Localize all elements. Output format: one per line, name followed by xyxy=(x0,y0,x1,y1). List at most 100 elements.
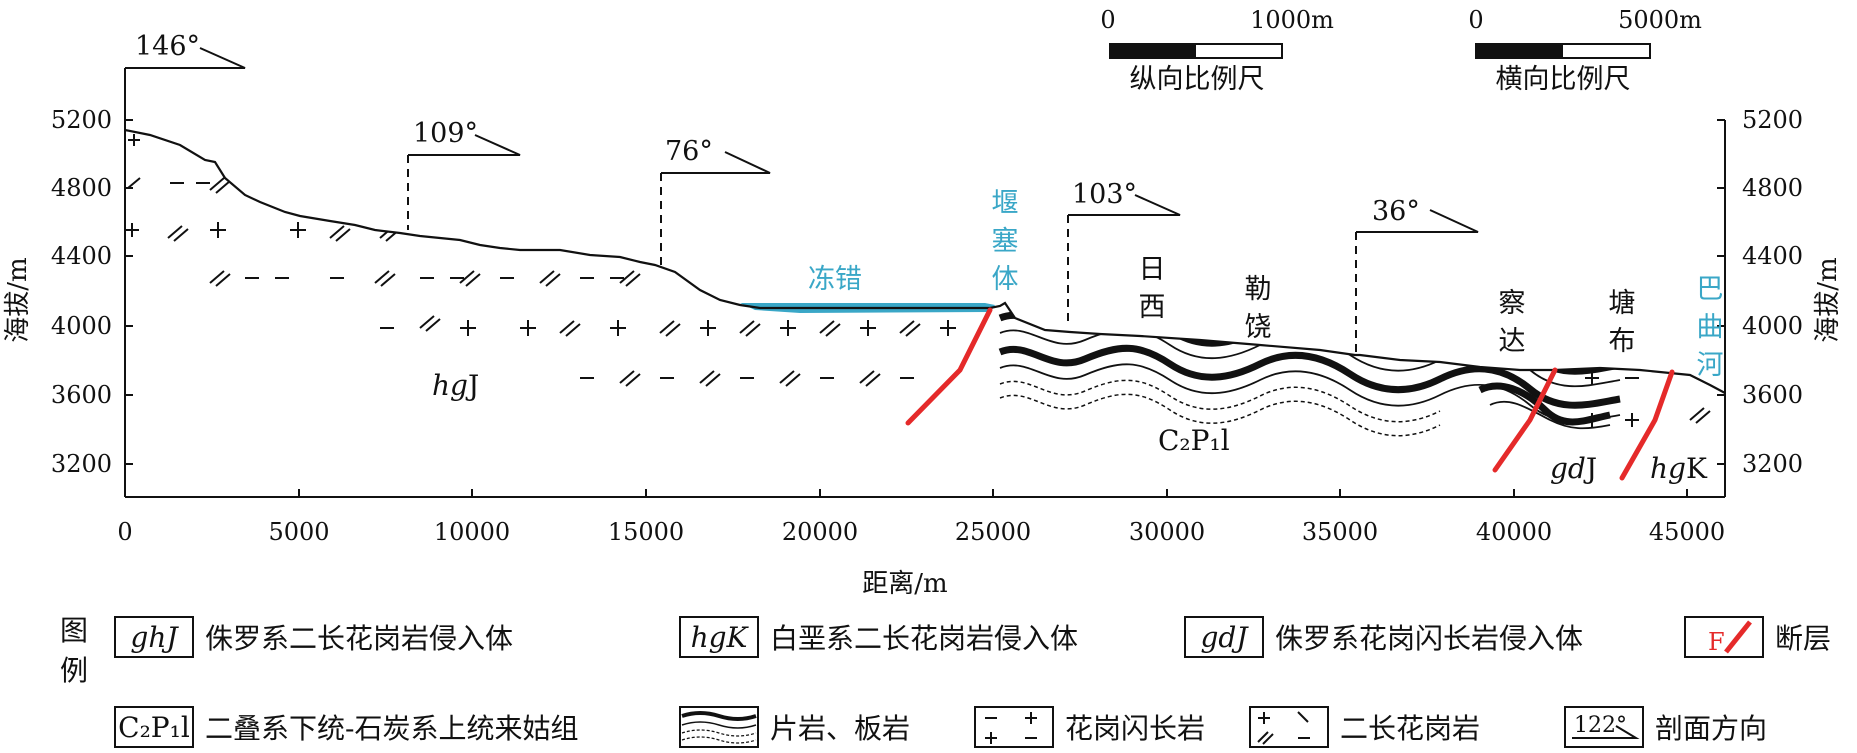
y-tick-label: 5200 xyxy=(51,106,112,134)
x-tick-label: 45000 xyxy=(1649,518,1725,546)
y-tick-label: 4000 xyxy=(1742,312,1803,340)
svg-text:gdJ: gdJ xyxy=(1200,621,1249,654)
direction-marker xyxy=(408,134,521,156)
x-tick-label: 30000 xyxy=(1129,518,1205,546)
svg-text:0: 0 xyxy=(1468,6,1483,34)
y-tick-label: 4400 xyxy=(1742,242,1803,270)
legend: 图 例 ghJ 侏罗系二长花岗岩侵入体 hgK 白垩系二长花岗岩侵入体 gdJ … xyxy=(60,614,1831,748)
direction-label-5: 36° xyxy=(1372,196,1420,227)
svg-text:hgK: hgK xyxy=(691,621,750,654)
subsurface-patterns xyxy=(125,134,1711,437)
svg-text:F: F xyxy=(1708,628,1725,656)
svg-text:花岗闪长岩: 花岗闪长岩 xyxy=(1065,712,1205,745)
legend-item-schist: 片岩、板岩 xyxy=(679,706,910,748)
legend-item-hgK: hgK 白垩系二长花岗岩侵入体 xyxy=(679,616,1078,658)
y-axis-left: 5200 4800 4400 4000 3600 3200 海拔/m xyxy=(3,106,133,478)
river-label: 巴 xyxy=(1697,274,1724,305)
dam-label: 堰 xyxy=(992,188,1019,219)
x-axis-label: 距离/m xyxy=(862,569,947,599)
direction-label-3: 76° xyxy=(665,136,713,167)
direction-marker xyxy=(125,47,246,69)
direction-marker xyxy=(1068,194,1181,216)
x-tick-label: 10000 xyxy=(434,518,510,546)
unit-labels: hgJ C₂P₁l gdJ hgK xyxy=(432,369,1708,485)
x-tick-label: 15000 xyxy=(608,518,684,546)
svg-text:纵向比例尺: 纵向比例尺 xyxy=(1130,64,1265,95)
direction-label-4: 103° xyxy=(1072,179,1137,210)
x-axis: 0 5000 10000 15000 20000 25000 30000 350… xyxy=(117,489,1725,599)
fault-line xyxy=(905,307,993,426)
svg-text:5000m: 5000m xyxy=(1618,6,1702,34)
unit-c2p1l: C₂P₁l xyxy=(1158,424,1230,457)
svg-text:0: 0 xyxy=(1100,6,1115,34)
unit-hgK: hgK xyxy=(1650,452,1708,485)
rixi-label: 日 xyxy=(1139,254,1166,285)
legend-item-fault: F 断层 xyxy=(1684,616,1831,658)
x-tick-label: 5000 xyxy=(268,518,329,546)
legend-item-monzogranite: 二长花岗岩 xyxy=(1249,706,1480,748)
x-tick-label: 35000 xyxy=(1302,518,1378,546)
svg-text:侏罗系二长花岗岩侵入体: 侏罗系二长花岗岩侵入体 xyxy=(205,622,513,655)
river-label: 河 xyxy=(1697,350,1724,381)
tangbu-label: 布 xyxy=(1609,326,1636,357)
lake-label: 冻错 xyxy=(808,264,862,295)
dam-label: 体 xyxy=(992,264,1019,295)
dam-label: 塞 xyxy=(992,226,1019,257)
svg-text:剖面方向: 剖面方向 xyxy=(1655,712,1767,745)
y-tick-label: 4800 xyxy=(1742,174,1803,202)
direction-marker xyxy=(1356,209,1479,233)
y-tick-label: 4800 xyxy=(51,174,112,202)
y-tick-label: 3600 xyxy=(51,381,112,409)
faults xyxy=(905,307,1675,481)
unit-hgJ: hgJ xyxy=(432,369,479,402)
y-tick-label: 4400 xyxy=(51,242,112,270)
svg-text:横向比例尺: 横向比例尺 xyxy=(1496,64,1631,95)
svg-text:1000m: 1000m xyxy=(1250,6,1334,34)
svg-text:断层: 断层 xyxy=(1775,622,1831,655)
place-labels: 冻错 堰 塞 体 日 西 勒 饶 察 达 塘 布 巴 曲 河 xyxy=(808,188,1724,381)
vertical-scale-bar: 0 1000m 纵向比例尺 xyxy=(1100,6,1334,95)
svg-text:122°: 122° xyxy=(1574,713,1627,738)
direction-marker xyxy=(661,151,771,174)
chada-label: 达 xyxy=(1499,326,1526,357)
x-tick-label: 40000 xyxy=(1476,518,1552,546)
svg-text:二长花岗岩: 二长花岗岩 xyxy=(1340,712,1480,745)
legend-item-gdJ: gdJ 侏罗系花岗闪长岩侵入体 xyxy=(1184,616,1583,658)
y-axis-right: 5200 4800 4400 4000 3600 3200 海拔/m xyxy=(1717,106,1843,478)
svg-text:ghJ: ghJ xyxy=(130,621,179,654)
y-tick-label: 4000 xyxy=(51,312,112,340)
svg-text:片岩、板岩: 片岩、板岩 xyxy=(770,712,910,745)
y-tick-label: 3200 xyxy=(51,450,112,478)
legend-title: 例 xyxy=(60,654,88,687)
legend-item-c2p1l: C₂P₁l 二叠系下统-石炭系上统来姑组 xyxy=(114,706,578,748)
svg-text:C₂P₁l: C₂P₁l xyxy=(118,711,190,744)
legend-item-section-direction: 122° 剖面方向 xyxy=(1564,706,1767,748)
legend-item-ghJ: ghJ 侏罗系二长花岗岩侵入体 xyxy=(114,616,513,658)
direction-label-1: 146° xyxy=(135,31,200,62)
fault-line xyxy=(1619,369,1675,481)
lerao-label: 勒 xyxy=(1245,274,1272,305)
y-axis-label: 海拔/m xyxy=(3,257,33,342)
direction-label-2: 109° xyxy=(413,118,478,149)
y-axis-label-right: 海拔/m xyxy=(1813,257,1843,342)
river-label: 曲 xyxy=(1697,312,1724,343)
y-tick-label: 3200 xyxy=(1742,450,1803,478)
section-direction-markers xyxy=(125,47,1479,355)
y-tick-label: 5200 xyxy=(1742,106,1803,134)
fault-line xyxy=(1492,367,1558,473)
y-tick-label: 3600 xyxy=(1742,381,1803,409)
svg-text:二叠系下统-石炭系上统来姑组: 二叠系下统-石炭系上统来姑组 xyxy=(205,712,578,745)
legend-title: 图 xyxy=(60,614,88,647)
axes-frame xyxy=(124,68,1726,498)
x-tick-label: 20000 xyxy=(782,518,858,546)
x-tick-label: 0 xyxy=(117,518,132,546)
tangbu-label: 塘 xyxy=(1609,288,1636,319)
chada-label: 察 xyxy=(1499,288,1526,319)
svg-text:白垩系二长花岗岩侵入体: 白垩系二长花岗岩侵入体 xyxy=(770,622,1078,655)
lerao-label: 饶 xyxy=(1245,312,1272,343)
horizontal-scale-bar: 0 5000m 横向比例尺 xyxy=(1468,6,1702,95)
monzogranite-pattern xyxy=(125,134,1711,424)
rixi-label: 西 xyxy=(1139,292,1166,323)
x-tick-label: 25000 xyxy=(955,518,1031,546)
